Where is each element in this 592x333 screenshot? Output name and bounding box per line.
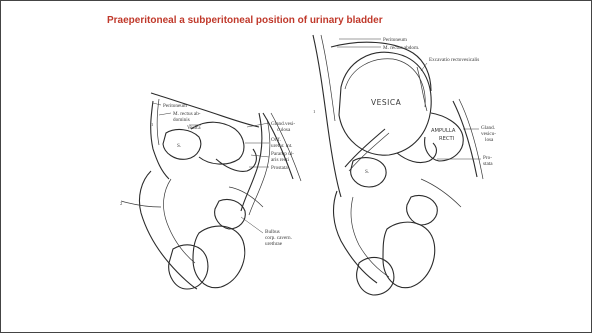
left-label-num-1: 1 (151, 122, 154, 127)
right-label-vesica: VESICA (371, 98, 402, 107)
right-label-m-rectus: M. rectus abdom. (383, 45, 419, 51)
left-label-orif-1: Orif. (271, 136, 281, 143)
left-pubic-bone (163, 130, 201, 160)
right-label-prostata-2: stata (483, 161, 493, 167)
right-label-recti: RECTI (439, 136, 455, 142)
left-label-m-rectus-2: dominis (173, 117, 190, 123)
left-penis (139, 171, 197, 289)
right-label-s: S. (365, 169, 369, 175)
left-label-paramp-2: aris recti (271, 157, 290, 163)
left-label-vesica: Vesica (187, 125, 201, 131)
right-figure: Peritoneum M. rectus abdom. Excavatio re… (313, 35, 496, 295)
right-label-ampulla: AMPULLA (431, 128, 456, 134)
right-scrotum (383, 222, 435, 288)
left-scrotum (193, 226, 245, 288)
left-rectus-muscle (151, 101, 169, 179)
right-label-peritoneum: Peritoneum (383, 37, 407, 43)
left-label-orif-2: urethr. int. (271, 143, 292, 149)
left-label-gland-2: culosa (277, 127, 291, 133)
right-bulbus (407, 195, 438, 225)
left-label-s: S. (177, 143, 181, 149)
left-figure: Peritoneum M. rectus ab- dominis Vesica … (120, 93, 301, 289)
right-label-gland-3: losa (485, 137, 494, 143)
left-label-prostata: Prostata (271, 165, 288, 171)
left-peritoneum-line (151, 93, 259, 127)
right-label-num-1: 1 (313, 109, 316, 114)
left-label-bulbus-3: urethrae (265, 241, 283, 247)
left-label-peritoneum: Peritoneum (163, 103, 187, 109)
left-bulbus (215, 199, 246, 229)
right-prostate (397, 143, 436, 163)
right-rectus-muscle (313, 35, 341, 197)
left-rectum (241, 113, 262, 211)
right-label-excavatio: Excavatio rectovesicalis (429, 57, 479, 63)
